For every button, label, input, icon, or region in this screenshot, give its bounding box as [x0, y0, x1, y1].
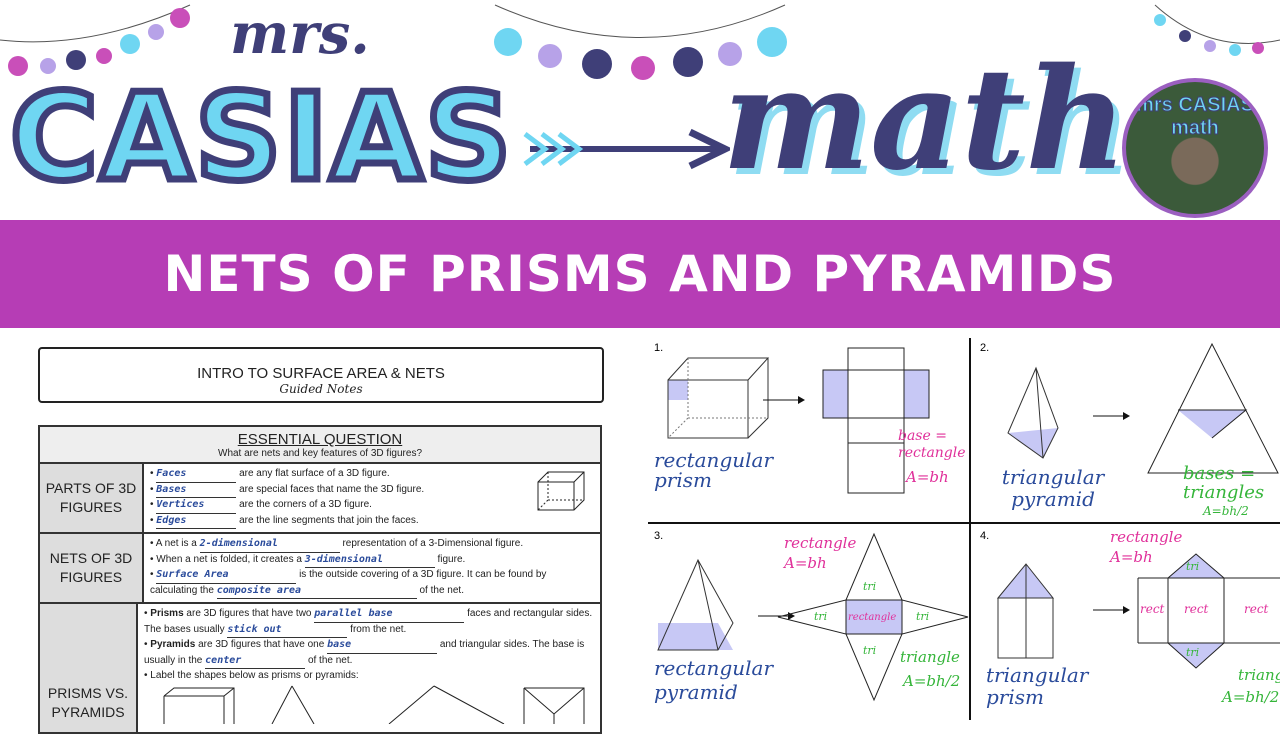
- text: are the corners of a 3D figure.: [239, 499, 372, 510]
- row-label: NETS OF 3D FIGURES: [40, 534, 144, 602]
- text: A net is a: [155, 538, 197, 549]
- eq-heading: ESSENTIAL QUESTION: [237, 431, 403, 448]
- text: are the line segments that join the face…: [239, 514, 419, 526]
- text: faces and rectangular sides. The bases u…: [144, 608, 593, 635]
- text: When a net is folded, it creates a: [156, 553, 302, 565]
- logo-mrs: mrs.: [230, 1, 370, 67]
- notes-table: ESSENTIAL QUESTION What are nets and key…: [38, 425, 602, 734]
- notes-title: INTRO TO SURFACE AREA & NETS: [197, 365, 445, 382]
- example-number: 3.: [654, 530, 664, 542]
- text: are special faces that name the 3D figur…: [239, 483, 425, 495]
- table-row: NETS OF 3D FIGURES A net is a 2-dimensio…: [40, 534, 600, 604]
- answer: Bases: [156, 483, 237, 498]
- answer: Vertices: [156, 498, 237, 514]
- answer: parallel base: [314, 607, 465, 623]
- area-formula: A=bh: [784, 554, 827, 572]
- pompom-garland-decoration: [0, 4, 1280, 80]
- answer: composite area: [216, 584, 417, 599]
- logo-math: math: [722, 38, 1128, 202]
- face-label: rect: [1244, 602, 1269, 616]
- example-number: 2.: [980, 342, 990, 354]
- face-label: tri: [1186, 646, 1200, 659]
- answer: stick out: [227, 623, 348, 638]
- eq-text: What are nets and key features of 3D fig…: [218, 448, 422, 459]
- essential-question: ESSENTIAL QUESTION What are nets and key…: [40, 427, 600, 464]
- text: figure.: [437, 553, 466, 565]
- face-label: tri: [863, 644, 877, 657]
- shape-name: rectangular prism: [654, 448, 774, 492]
- text: representation of a 3-Dimensional figure…: [342, 538, 524, 549]
- triangular-pyramid-example: [1007, 342, 1279, 474]
- area-formula: A=bh: [1110, 548, 1153, 566]
- triangular-prism-example: [996, 553, 1280, 669]
- text: are 3D figures that have one: [198, 639, 325, 650]
- area-formula: A=bh: [906, 468, 949, 486]
- term: Prisms: [150, 608, 184, 619]
- avatar-logo-text: mrs CASIAS math: [1136, 94, 1255, 140]
- video-title: NETS OF PRISMS AND PYRAMIDS: [163, 245, 1117, 303]
- rectangular-pyramid-example: [657, 532, 969, 702]
- arrow-icon: [523, 128, 730, 170]
- shape-name: triangular pyramid: [1001, 465, 1105, 511]
- answer: Edges: [156, 514, 237, 529]
- notes-subtitle: Guided Notes: [279, 382, 363, 396]
- area-formula: A=bh/2: [903, 672, 961, 690]
- face-label: rect: [1140, 602, 1165, 616]
- triangle-note: triangle: [900, 648, 960, 666]
- rect-note: rectangle: [784, 534, 857, 552]
- text: from the net.: [350, 623, 407, 635]
- answer: center: [205, 654, 306, 669]
- triangle-note: triangle: [1238, 666, 1280, 684]
- cube-figure: [537, 471, 585, 511]
- text: are any flat surface of a 3D figure.: [239, 468, 390, 479]
- area-formula: A=bh/2: [1222, 688, 1280, 706]
- face-label: tri: [814, 610, 828, 623]
- avatar: mrs CASIAS math: [1122, 78, 1268, 218]
- row-label: PRISMS VS. PYRAMIDS: [40, 604, 138, 732]
- answer: Surface Area: [156, 568, 297, 584]
- shapes-to-label: [163, 685, 585, 724]
- examples-grid: 1. rectangular prism base = rectangle A=…: [648, 338, 1280, 720]
- text: is the outside covering of a 3D figure. …: [150, 569, 547, 596]
- table-row: PRISMS VS. PYRAMIDS Prisms are 3D figure…: [40, 604, 600, 732]
- logo-casias: CASIAS: [6, 69, 514, 208]
- answer: base: [327, 638, 438, 654]
- text: of the net.: [419, 584, 464, 596]
- answer: 2-dimensional: [199, 537, 340, 553]
- title-banner: NETS OF PRISMS AND PYRAMIDS: [0, 220, 1280, 328]
- example-number: 4.: [980, 530, 990, 542]
- row-label: PARTS OF 3D FIGURES: [40, 464, 144, 532]
- notes-title-box: INTRO TO SURFACE AREA & NETS Guided Note…: [38, 347, 604, 403]
- face-label: rectangle: [848, 612, 897, 623]
- base-note: base = rectangle: [898, 428, 966, 461]
- text: are 3D figures that have two: [186, 608, 312, 619]
- area-formula: A=bh/2: [1203, 504, 1249, 518]
- face-label: rect: [1184, 602, 1209, 616]
- rectangular-prism-example: [667, 347, 930, 494]
- rect-note: rectangle: [1110, 528, 1183, 546]
- face-label: tri: [863, 580, 877, 593]
- face-label: tri: [916, 610, 930, 623]
- answer: Faces: [156, 467, 237, 483]
- example-number: 1.: [654, 342, 664, 354]
- shape-name: triangular prism: [986, 663, 1089, 709]
- text: of the net.: [307, 654, 353, 666]
- base-note: bases = triangles: [1183, 463, 1265, 503]
- nets-drawings: [648, 338, 1280, 720]
- answer: 3-dimensional: [304, 553, 435, 568]
- face-label: tri: [1186, 560, 1200, 573]
- term: Pyramids: [150, 639, 196, 650]
- text: and triangular sides. The base is usuall…: [144, 639, 585, 666]
- table-row: PARTS OF 3D FIGURES Faces are any flat s…: [40, 464, 600, 534]
- guided-notes-sheet: INTRO TO SURFACE AREA & NETS Guided Note…: [36, 345, 606, 734]
- channel-header: mrs. CASIAS math mrs CASIAS math: [0, 0, 1280, 220]
- shape-name: rectangular pyramid: [654, 656, 774, 704]
- text: Label the shapes below as prisms or pyra…: [150, 670, 359, 681]
